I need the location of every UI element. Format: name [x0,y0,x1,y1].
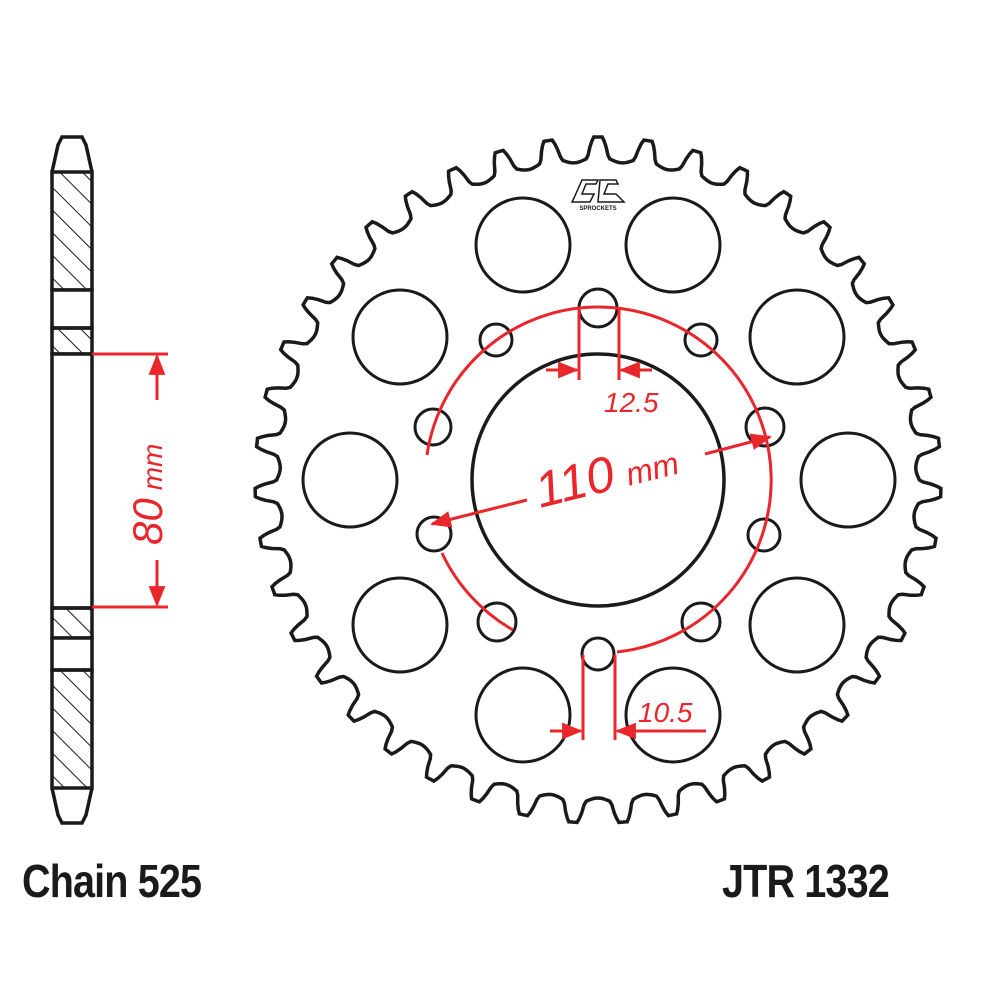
center-bore [470,352,726,608]
side-hatch-upper-hub [50,326,94,356]
side-hatch-lower-hub [50,606,94,640]
bolt-hole [413,407,453,447]
lightening-hole [474,196,572,294]
lightening-hole [748,288,846,386]
side-gap-bottom [50,636,94,672]
side-bore [50,352,94,610]
side-hatch-bottom [50,668,94,790]
lightening-hole [351,288,449,386]
bolt-hole [478,322,514,358]
lightening-hole [474,666,572,764]
lightening-hole [624,196,722,294]
pcd-dimension [425,305,773,654]
svg-text:SPROCKETS: SPROCKETS [579,206,616,212]
bolt-hole-upper-dimension-label: 12.5 [604,387,659,418]
lightening-hole [351,576,449,674]
lightening-hole [748,576,846,674]
bolt-hole-upper-dimension [546,307,652,380]
pcd-leader-left [429,498,528,528]
lightening-hole [799,431,897,529]
bolt-hole [680,601,722,643]
side-profile-view [50,135,94,825]
side-profile-top-tooth [50,135,94,173]
chain-size-caption: Chain 525 [22,855,202,907]
lightening-holes [301,196,897,764]
jt-sprockets-logo-icon: SPROCKETS [570,179,626,212]
bolt-hole-lower-dimension [550,655,706,740]
bore-dimension-label: 80mm [124,444,171,545]
bore-dimension [92,352,168,609]
side-gap-top [50,288,94,330]
side-hatch-top [50,170,94,292]
pcd-dimension-label: 110mm [529,429,683,518]
bolt-hole [683,322,719,358]
bolt-hole-lower-dimension-label: 10.5 [638,697,693,728]
pcd-leader-right [704,433,773,456]
bolt-hole [746,517,782,553]
pcd-arc-lower [440,552,514,632]
sprocket-outline [253,135,943,825]
bolt-hole [476,601,518,643]
lightening-hole [624,666,722,764]
side-profile-bottom-tooth [50,787,94,825]
part-number-caption: JTR 1332 [722,855,890,907]
pcd-arc-main [425,305,773,654]
lightening-hole [301,431,399,529]
bolt-hole [580,636,616,672]
